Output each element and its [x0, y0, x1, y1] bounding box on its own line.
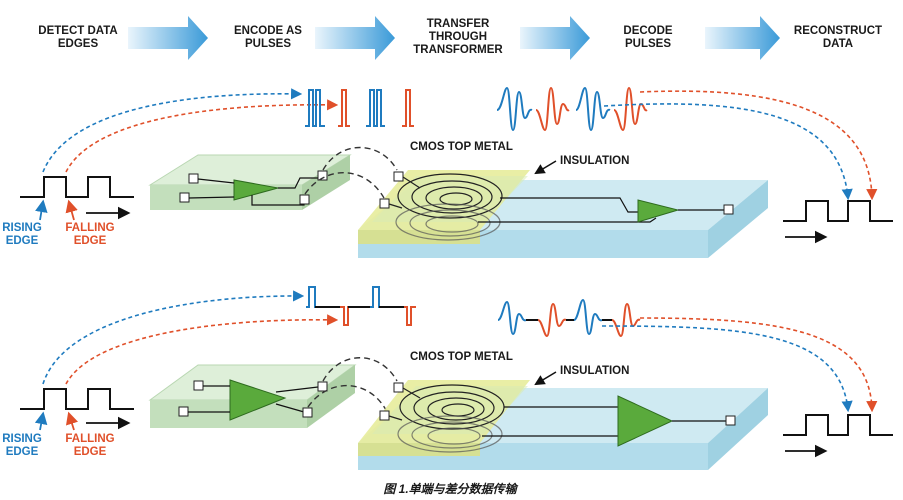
falling-label-2-line-1: FALLING [65, 433, 114, 445]
receiver-die-2 [358, 380, 768, 470]
decoder-buffer [637, 199, 680, 223]
encoded-pulses-differential [306, 286, 416, 326]
step-4-line-2: PULSES [625, 38, 671, 50]
process-arrow-4 [705, 16, 780, 60]
bond-wire-1 [322, 146, 398, 171]
coil-pad-3 [393, 382, 404, 393]
coil-pad-1 [393, 171, 404, 182]
falling-label-line-2: EDGE [74, 235, 107, 247]
input-data-waveform [20, 176, 134, 221]
step-3-line-1: TRANSFER [427, 18, 490, 30]
cmos-top-metal-label: CMOS TOP METAL [410, 141, 513, 153]
output-pad-5 [725, 415, 736, 426]
step-decode-pulses: DECODE PULSES [623, 25, 673, 50]
step-2-line-1: ENCODE AS [234, 25, 302, 37]
cmos-top-metal-label-2: CMOS TOP METAL [410, 351, 513, 363]
rising-label-line-1: RISING [2, 222, 42, 234]
step-1-line-2: EDGES [58, 38, 99, 50]
falling-edge-path [65, 99, 339, 173]
differential-panel: RISING EDGE FALLING EDGE [2, 286, 893, 470]
falling-label-2-line-2: EDGE [74, 446, 107, 458]
insulation-label: INSULATION [560, 155, 629, 167]
rising-label-line-2: EDGE [6, 235, 39, 247]
step-3-line-2: THROUGH [429, 31, 487, 43]
decoded-blue-path [603, 103, 853, 201]
falling-edge-label: FALLING EDGE [65, 222, 114, 247]
insulation-pointer-2 [534, 371, 557, 386]
output-pad-4 [302, 407, 313, 418]
step-encode-as-pulses: ENCODE AS PULSES [234, 25, 302, 50]
bond-wire-2 [304, 172, 385, 199]
rising-label-2-line-1: RISING [2, 433, 42, 445]
output-pad-2 [299, 194, 310, 205]
figure-caption: 图 1.单端与差分数据传输 [383, 482, 518, 496]
step-5-line-1: RECONSTRUCT [794, 25, 882, 37]
decoded-pulses-differential [497, 298, 641, 338]
output-data-waveform-2 [783, 414, 893, 458]
bond-wire-3 [322, 357, 398, 382]
rising-edge-label: RISING EDGE [2, 222, 42, 247]
output-data-waveform [783, 200, 893, 244]
rising-edge-path [42, 88, 303, 173]
single-ended-panel: RISING EDGE FALLING EDGE [2, 86, 893, 258]
input-pad-4 [178, 406, 189, 417]
step-detect-data-edges: DETECT DATA EDGES [38, 25, 117, 50]
process-arrow-3 [520, 16, 590, 60]
step-1-line-1: DETECT DATA [38, 25, 117, 37]
output-pad [723, 204, 734, 215]
step-2-line-2: PULSES [245, 38, 291, 50]
step-3-line-3: TRANSFORMER [413, 44, 503, 56]
coil-pad-4 [379, 410, 390, 421]
coil-pad-2 [379, 198, 390, 209]
decoded-pulses [496, 86, 648, 132]
input-data-waveform-2 [20, 388, 134, 431]
step-transfer-through-transformer: TRANSFER THROUGH TRANSFORMER [413, 18, 503, 56]
input-pad-2 [179, 192, 190, 203]
decoded-red-path [639, 90, 878, 201]
transmitter-die [148, 154, 352, 210]
process-arrow-2 [315, 16, 395, 60]
decoded-blue-path-2 [601, 325, 853, 413]
insulation-label-2: INSULATION [560, 365, 629, 377]
bond-wire-4 [307, 385, 387, 411]
falling-edge-label-2: FALLING EDGE [65, 433, 114, 458]
falling-edge-path-2 [65, 314, 339, 385]
receiver-die [358, 170, 768, 258]
decoder-buffer-2 [617, 395, 674, 447]
process-arrow-1 [128, 16, 208, 60]
transmitter-die-2 [148, 364, 357, 428]
step-5-line-2: DATA [823, 38, 853, 50]
rising-edge-path-2 [42, 290, 305, 385]
process-steps: DETECT DATA EDGES ENCODE AS PULSES TRANS… [38, 16, 882, 60]
output-pad-1 [317, 170, 328, 181]
decoded-red-path-2 [639, 317, 878, 413]
rising-edge-label-2: RISING EDGE [2, 433, 42, 458]
input-pad-3 [193, 380, 204, 391]
input-pad-1 [188, 173, 199, 184]
encoder-buffer-2 [229, 379, 287, 421]
encoded-pulses [305, 89, 414, 127]
rising-label-2-line-2: EDGE [6, 446, 39, 458]
insulation-pointer [534, 160, 557, 175]
falling-label-line-1: FALLING [65, 222, 114, 234]
step-4-line-1: DECODE [623, 25, 673, 37]
step-reconstruct-data: RECONSTRUCT DATA [794, 25, 882, 50]
output-pad-3 [317, 381, 328, 392]
encoder-buffer [233, 179, 279, 201]
